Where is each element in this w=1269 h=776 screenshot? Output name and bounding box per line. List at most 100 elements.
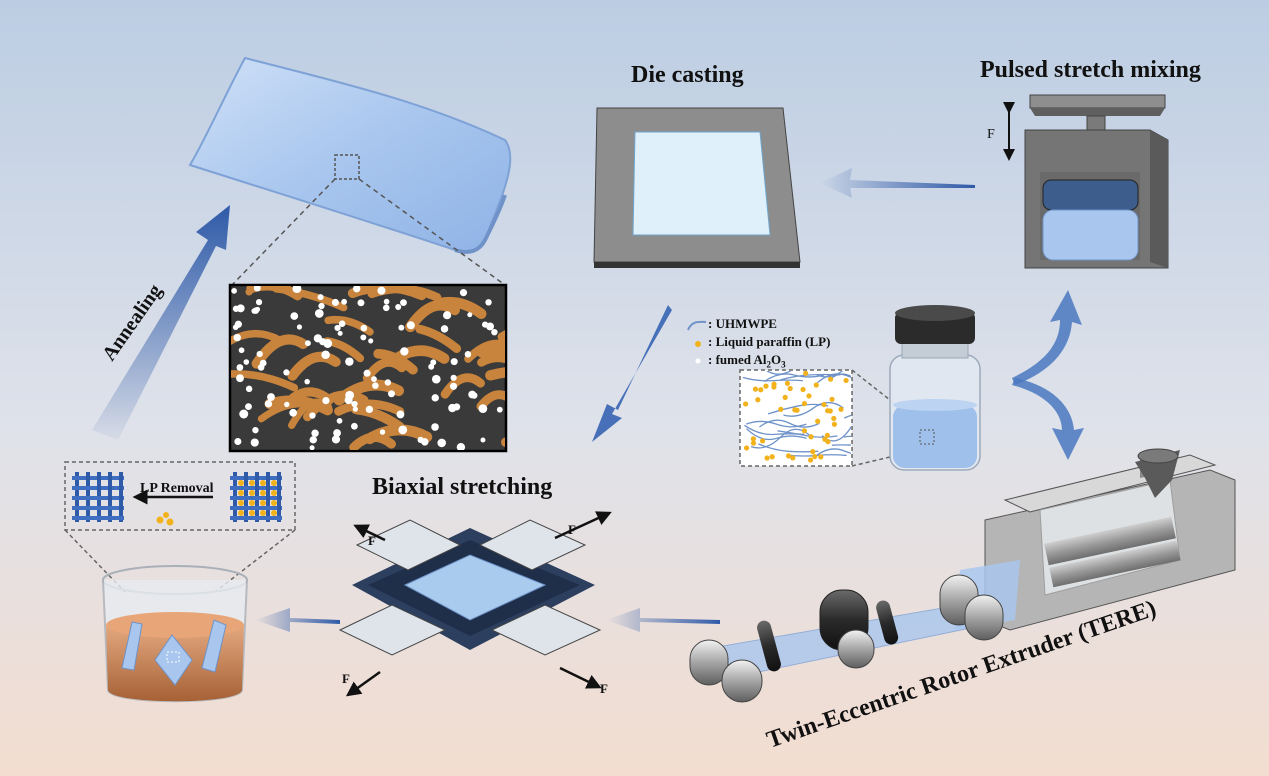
legend-al2o3-mid: O: [771, 352, 782, 367]
screw-rotor: [1044, 516, 1181, 588]
al2o3-particle: [232, 305, 240, 312]
al2o3-particle: [485, 299, 492, 306]
lp-droplet: [815, 418, 821, 424]
al2o3-particle: [448, 403, 457, 413]
al2o3-particle: [236, 374, 244, 383]
fiber: [440, 373, 485, 399]
arrow-to-extruder: [1012, 378, 1084, 460]
al2o3-particle: [304, 340, 311, 347]
al2o3-particle: [341, 298, 348, 305]
legend-liquid-paraffin: : Liquid paraffin (LP): [708, 334, 831, 349]
roller-6: [757, 620, 781, 672]
al2o3-particle: [384, 379, 392, 386]
al2o3-particle: [259, 359, 267, 367]
al2o3-particle: [365, 405, 374, 414]
al2o3-particle: [304, 378, 310, 385]
al2o3-particle: [331, 435, 341, 444]
stretch-arrow-se: [559, 666, 602, 689]
uhmwpe-chain: [759, 419, 820, 428]
al2o3-particle: [345, 357, 354, 366]
annealing-arrow: [92, 205, 230, 440]
al2o3-particle: [368, 338, 374, 344]
uhmwpe-chain: [821, 426, 851, 442]
al2o3-particle: [313, 334, 323, 343]
al2o3-particle: [379, 429, 386, 435]
arrow-to-extraction-bath: [255, 608, 340, 632]
al2o3-particle: [417, 436, 424, 443]
al2o3-particle: [283, 369, 290, 376]
fiber: [333, 379, 405, 406]
al2o3-particle: [468, 390, 477, 399]
fiber: [264, 395, 333, 416]
lp-removal-label: LP Removal: [140, 481, 214, 496]
lp-droplet: [758, 387, 764, 393]
al2o3-particle: [350, 422, 358, 430]
al2o3-particle: [314, 309, 324, 318]
al2o3-particle: [255, 299, 263, 306]
lp-droplet: [743, 401, 749, 407]
al2o3-particle: [234, 320, 242, 328]
al2o3-particle: [255, 306, 261, 312]
lp-droplet: [818, 454, 824, 460]
lp-droplet: [812, 454, 818, 460]
legend-fumed-al2o3: : fumed Al2O3: [708, 352, 786, 370]
uhmwpe-chain: [758, 443, 819, 453]
al2o3-particle: [360, 324, 368, 332]
zoom-line-right: [358, 178, 506, 286]
legend-al2o3-sub-2: 3: [781, 359, 786, 370]
lp-droplet: [790, 455, 796, 461]
fiber-network: [231, 286, 505, 450]
al2o3-particle: [238, 347, 245, 354]
fiber: [373, 348, 418, 375]
al2o3-particle: [284, 401, 290, 408]
al2o3-particle: [459, 289, 468, 297]
al2o3-particle: [234, 437, 242, 446]
uhmwpe-chain: [742, 376, 804, 382]
lp-droplet: [792, 407, 798, 413]
al2o3-particle: [245, 385, 253, 393]
lp-droplet: [829, 396, 835, 402]
uhmwpe-legend-icon: [687, 320, 707, 331]
biaxial-force-label-2: F: [568, 522, 576, 537]
uhmwpe-chain: [815, 371, 844, 378]
al2o3-particle: [333, 429, 341, 437]
fiber: [231, 370, 299, 392]
fiber: [405, 300, 461, 333]
lp-droplet: [831, 421, 838, 427]
lp-droplet: [807, 457, 814, 463]
biaxial-force-label-1: F: [368, 533, 376, 548]
al2o3-particle: [400, 299, 407, 307]
lp-droplet: [755, 397, 761, 403]
al2o3-particle: [431, 374, 441, 384]
al2o3-particle: [398, 425, 408, 435]
al2o3-particle: [450, 358, 458, 366]
al2o3-particle: [267, 393, 275, 401]
lp-droplet: [752, 386, 759, 392]
lp-droplet: [808, 434, 814, 440]
roller-8: [721, 659, 763, 703]
arrow-to-biaxial-from-extruder: [606, 608, 720, 632]
uhmwpe-chain: [763, 373, 825, 383]
al2o3-particle: [309, 436, 317, 444]
lp-droplet: [813, 382, 819, 388]
press-force-label: F: [987, 127, 995, 142]
legend-uhmwpe: : UHMWPE: [708, 316, 777, 331]
lp-droplet: [810, 449, 816, 455]
al2o3-particle: [478, 404, 488, 413]
fiber: [464, 339, 505, 363]
al2o3-particle: [363, 369, 371, 377]
mixing-press: [1003, 94, 1169, 269]
al2o3-particle: [371, 376, 377, 383]
al2o3-particle: [309, 445, 315, 450]
fiber: [364, 424, 433, 445]
lp-droplet: [759, 438, 766, 444]
annealed-film: [188, 56, 512, 286]
roller-7: [689, 639, 729, 686]
al2o3-particle: [236, 364, 244, 371]
al2o3-particle: [464, 350, 472, 358]
stretch-arrow-nw: [353, 524, 386, 542]
al2o3-particle: [252, 426, 259, 434]
al2o3-particle: [467, 312, 473, 318]
lp-droplet: [831, 415, 837, 422]
